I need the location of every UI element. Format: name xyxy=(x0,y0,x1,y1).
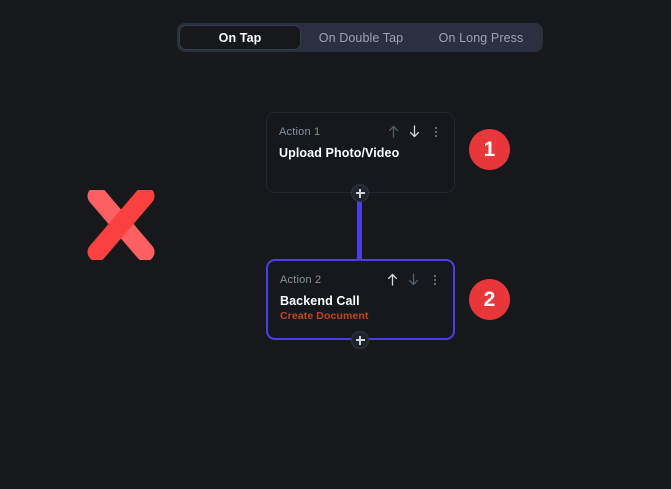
tab-on-long-press[interactable]: On Long Press xyxy=(421,25,541,50)
arrow-up-icon[interactable] xyxy=(387,124,400,139)
action-card-2-title: Backend Call xyxy=(280,294,360,308)
action-card-1-index: Action 1 xyxy=(279,125,321,138)
tab-on-tap[interactable]: On Tap xyxy=(179,25,301,50)
more-vertical-icon[interactable] xyxy=(429,124,442,139)
tab-on-long-press-label: On Long Press xyxy=(438,30,524,45)
action-card-2-controls xyxy=(386,272,441,287)
add-action-button-2[interactable] xyxy=(351,331,369,349)
arrow-down-icon[interactable] xyxy=(408,124,421,139)
action-card-2[interactable]: Action 2 Backend Call Create Document xyxy=(266,259,455,340)
action-card-2-index: Action 2 xyxy=(280,273,322,286)
annotation-badge-2-label: 2 xyxy=(483,287,496,311)
add-action-button-1[interactable] xyxy=(351,184,369,202)
red-x-icon xyxy=(85,186,157,262)
action-card-2-subtitle: Create Document xyxy=(280,310,369,322)
action-card-1[interactable]: Action 1 Upload Photo/Video xyxy=(266,112,455,193)
annotation-badge-2: 2 xyxy=(469,279,510,320)
tab-on-tap-label: On Tap xyxy=(218,30,262,45)
action-card-1-controls xyxy=(387,124,442,139)
annotation-badge-1: 1 xyxy=(469,129,510,170)
tab-on-double-tap[interactable]: On Double Tap xyxy=(301,25,421,50)
more-vertical-icon[interactable] xyxy=(428,272,441,287)
arrow-up-icon[interactable] xyxy=(386,272,399,287)
flow-connector-line xyxy=(357,192,362,262)
action-card-2-header: Action 2 xyxy=(268,261,453,287)
tab-on-double-tap-label: On Double Tap xyxy=(318,30,404,45)
annotation-badge-1-label: 1 xyxy=(483,137,496,161)
action-card-1-header: Action 1 xyxy=(267,113,454,139)
arrow-down-icon[interactable] xyxy=(407,272,420,287)
action-card-1-title: Upload Photo/Video xyxy=(279,146,400,160)
trigger-tab-bar: On Tap On Double Tap On Long Press xyxy=(177,23,543,52)
